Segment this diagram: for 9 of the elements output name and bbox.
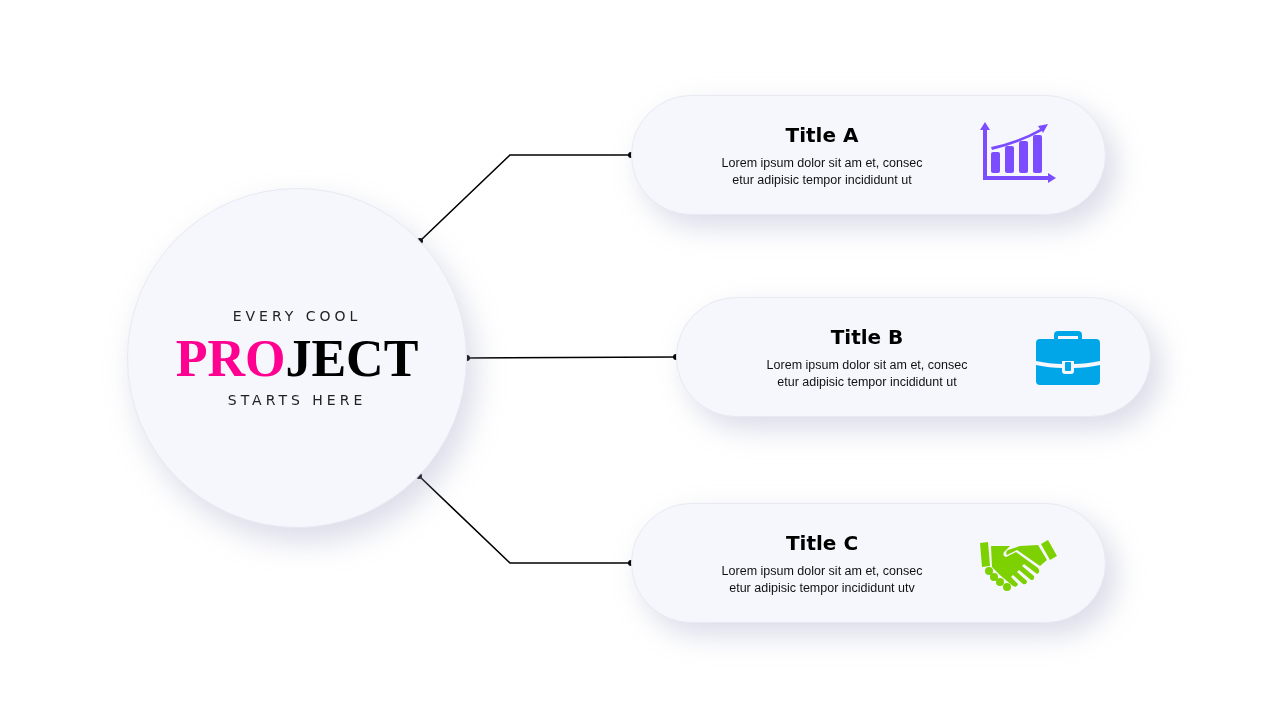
card-title: Title C bbox=[785, 531, 859, 555]
card-body-text: Lorem ipsum dolor sit am et, consec etur adipisic tempor incididunt ut bbox=[765, 357, 969, 391]
card-body-text: Lorem ipsum dolor sit am et, consec etur adipisic tempor incididunt utv bbox=[720, 563, 924, 597]
card-body-text: Lorem ipsum dolor sit am et, consec etur adipisic tempor incididunt ut bbox=[720, 155, 924, 189]
tagline-text: STARTS HERE bbox=[227, 392, 367, 408]
headline-text: PROJECT bbox=[175, 330, 419, 388]
tagline-text: EVERY COOL bbox=[232, 308, 362, 324]
card-title: Title A bbox=[785, 123, 859, 147]
card-title: Title B bbox=[830, 325, 904, 349]
